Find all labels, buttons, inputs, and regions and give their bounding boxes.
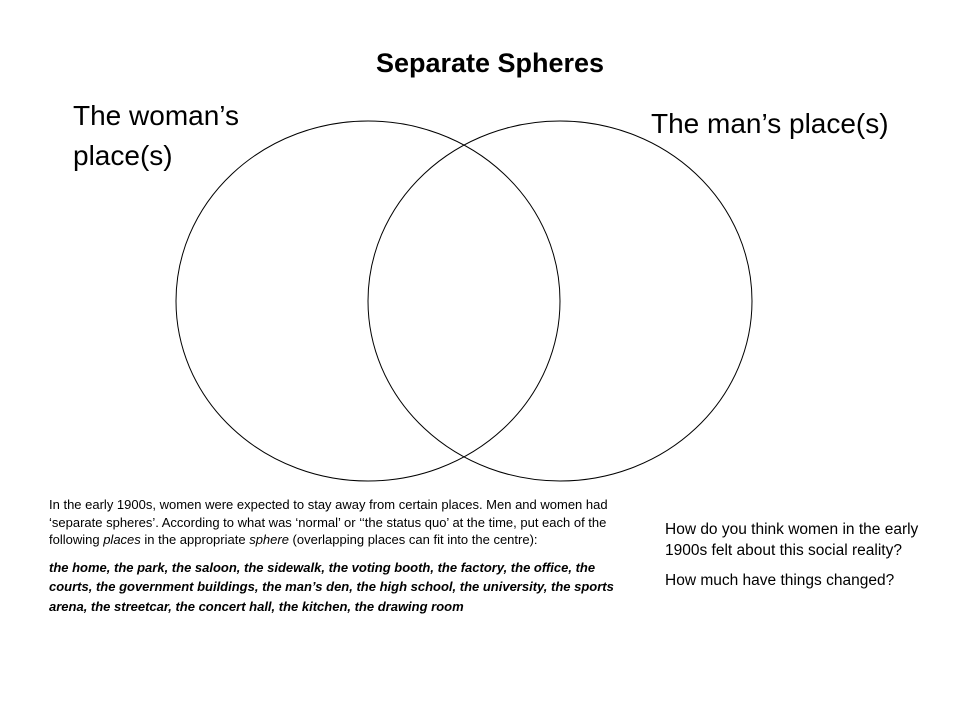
question-1: How do you think women in the early 1900… — [665, 521, 919, 559]
instructions-emph-sphere: sphere — [249, 532, 289, 547]
discussion-questions: How do you think women in the early 1900… — [665, 519, 940, 600]
man-sphere-circle[interactable] — [367, 120, 753, 482]
places-list: the home, the park, the saloon, the side… — [49, 559, 614, 614]
woman-sphere-circle[interactable] — [175, 120, 561, 482]
question-2: How much have things changed? — [665, 572, 895, 589]
instructions-text: In the early 1900s, women were expected … — [49, 496, 629, 549]
instructions-part2: in the appropriate — [140, 532, 250, 547]
instructions-block: In the early 1900s, women were expected … — [49, 496, 629, 616]
page-title: Separate Spheres — [375, 48, 605, 78]
man-sphere-label: The man’s place(s) — [651, 108, 889, 139]
instructions-part1: In the early 1900s, women were expected … — [49, 497, 608, 547]
instructions-part3: (overlapping places can fit into the cen… — [288, 532, 538, 547]
instructions-emph-places: places — [103, 532, 141, 547]
woman-sphere-label: The woman’s place(s) — [73, 100, 240, 171]
